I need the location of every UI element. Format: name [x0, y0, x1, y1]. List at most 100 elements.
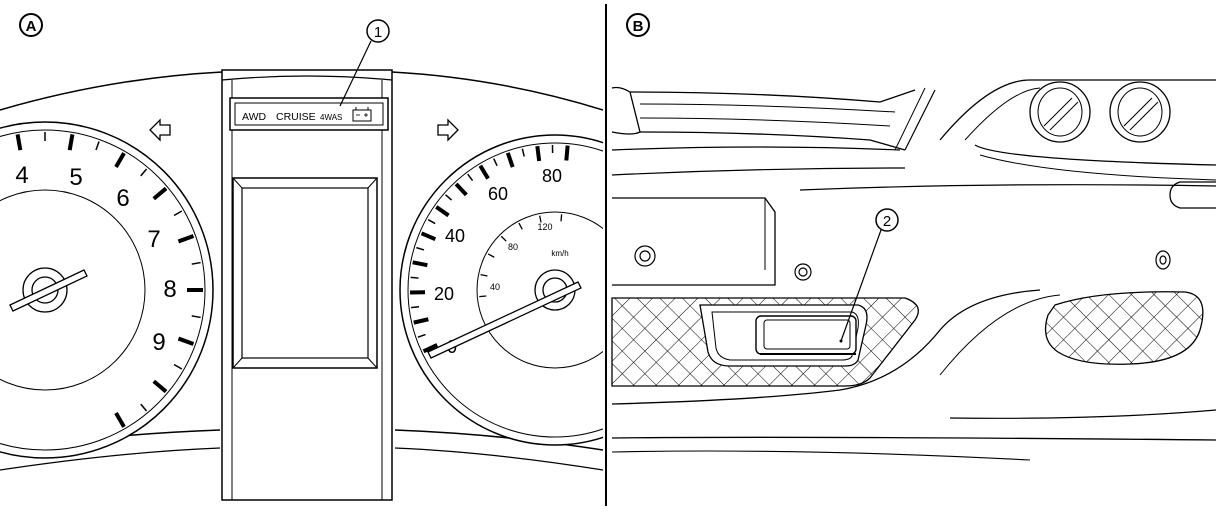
- gauge-tick: [191, 261, 201, 265]
- gauge-tick: [420, 231, 437, 242]
- cluster-hood: [0, 71, 223, 111]
- indicator-strip: AWD CRUISE 4WAS: [229, 97, 389, 131]
- tach-number-5: 5: [69, 164, 82, 191]
- gauge-tick: [467, 173, 474, 182]
- gauge-tick: [152, 186, 168, 201]
- turn-left-arrow-icon: [149, 118, 171, 142]
- indicator-cruise: CRUISE: [276, 111, 316, 123]
- gauge-tick: [521, 148, 525, 157]
- gauge-tick: [479, 295, 487, 298]
- tach-number-4: 4: [15, 162, 28, 189]
- license-plate-recess: [612, 197, 776, 286]
- gauge-tick: [478, 164, 490, 180]
- gauge-tick: [427, 219, 436, 225]
- cluster-lower-edge-right: [394, 429, 603, 451]
- panel-a: A AWD CRUISE 4WAS: [0, 13, 603, 501]
- tach-number-6: 6: [116, 185, 129, 212]
- indicator-4was: 4WAS: [320, 113, 342, 122]
- bumper-contour-1: [611, 289, 1041, 405]
- gauge-tick: [114, 411, 126, 428]
- cluster-lower-edge-2-right: [394, 447, 603, 471]
- gauge-tick: [454, 182, 468, 197]
- bumper-bolt-right: [1155, 250, 1171, 270]
- gauge-tick: [177, 234, 195, 244]
- speed-number-40: 40: [445, 226, 465, 246]
- gauge-tick: [95, 141, 100, 151]
- panel-a-label: A: [19, 13, 43, 37]
- bumper-contour-3: [949, 409, 1216, 419]
- gauge-tick: [177, 336, 195, 346]
- headlamp: [799, 79, 1216, 191]
- tachometer: 4 5 6 7 8 9: [0, 121, 214, 459]
- bumper-bolt-left: [634, 245, 656, 267]
- speed-inner-number-120: 120: [537, 222, 552, 232]
- panel-b: B: [611, 13, 1216, 461]
- gauge-tick: [505, 152, 515, 168]
- gauge-tick: [480, 273, 488, 277]
- speed-inner-number-40: 40: [490, 282, 500, 292]
- side-marker: [1169, 181, 1216, 209]
- tach-number-9: 9: [152, 329, 165, 356]
- lower-grille-right: [1044, 291, 1204, 365]
- speed-needle: [427, 281, 582, 359]
- cluster-lower-edge-2: [0, 447, 221, 471]
- callout-2: 2: [839, 208, 899, 343]
- bumper-bolt-center: [794, 263, 812, 281]
- callout-2-number: 2: [883, 213, 891, 230]
- gauge-tick: [140, 168, 148, 177]
- gauge-tick: [152, 379, 168, 394]
- speedometer-inner-ticks: [479, 214, 563, 298]
- gauge-tick: [412, 260, 428, 268]
- center-pillar-top: [221, 75, 393, 81]
- callout-1: 1: [339, 19, 390, 107]
- speedometer: 0 20 40 60 80 40 80 120 km/h: [399, 134, 603, 446]
- panel-b-label: B: [626, 13, 650, 37]
- gauge-tick: [417, 333, 426, 338]
- gauge-tick: [15, 134, 23, 151]
- gauge-tick: [416, 246, 425, 251]
- bumper-contour-2: [939, 294, 1061, 376]
- gauge-tick: [67, 134, 75, 151]
- gauge-tick: [191, 315, 201, 319]
- speed-number-20: 20: [434, 284, 454, 304]
- tach-needle: [9, 269, 88, 312]
- speed-inner-number-80: 80: [508, 242, 518, 252]
- panel-a-letter: A: [26, 18, 37, 35]
- cluster-hood-right: [391, 71, 603, 111]
- gauge-tick: [560, 214, 563, 222]
- gauge-tick: [487, 253, 495, 258]
- panel-b-letter: B: [633, 18, 644, 35]
- gauge-tick: [445, 194, 453, 201]
- bumper-contour-5: [611, 450, 1031, 461]
- gauge-tick: [173, 363, 183, 370]
- gauge-tick: [435, 205, 450, 218]
- gauge-tick: [422, 343, 439, 354]
- callout-1-number: 1: [374, 24, 382, 41]
- tach-number-8: 8: [163, 276, 176, 303]
- speedometer-ticks: [409, 145, 570, 354]
- turn-right-arrow-icon: [437, 118, 459, 142]
- tow-hook-cover: [755, 315, 857, 355]
- bumper-contour-4: [611, 436, 1216, 441]
- gauge-tick: [140, 403, 148, 412]
- gauge-tick: [500, 235, 507, 242]
- gauge-tick: [413, 317, 429, 325]
- speed-number-80: 80: [542, 166, 562, 186]
- gauge-tick: [114, 152, 126, 169]
- gauge-tick: [564, 145, 570, 161]
- info-display: [232, 177, 378, 369]
- gauge-tick: [410, 276, 419, 279]
- lower-grille-left: [611, 297, 919, 387]
- gauge-tick: [410, 305, 420, 309]
- speed-unit-label: km/h: [551, 249, 568, 258]
- tach-number-7: 7: [147, 226, 160, 253]
- gauge-tick: [493, 158, 498, 167]
- speed-number-60: 60: [488, 184, 508, 204]
- tachometer-ticks: [15, 132, 203, 428]
- gauge-tick: [518, 222, 523, 230]
- indicator-awd: AWD: [242, 111, 267, 123]
- gauge-tick: [535, 145, 542, 162]
- gauge-tick: [173, 210, 183, 217]
